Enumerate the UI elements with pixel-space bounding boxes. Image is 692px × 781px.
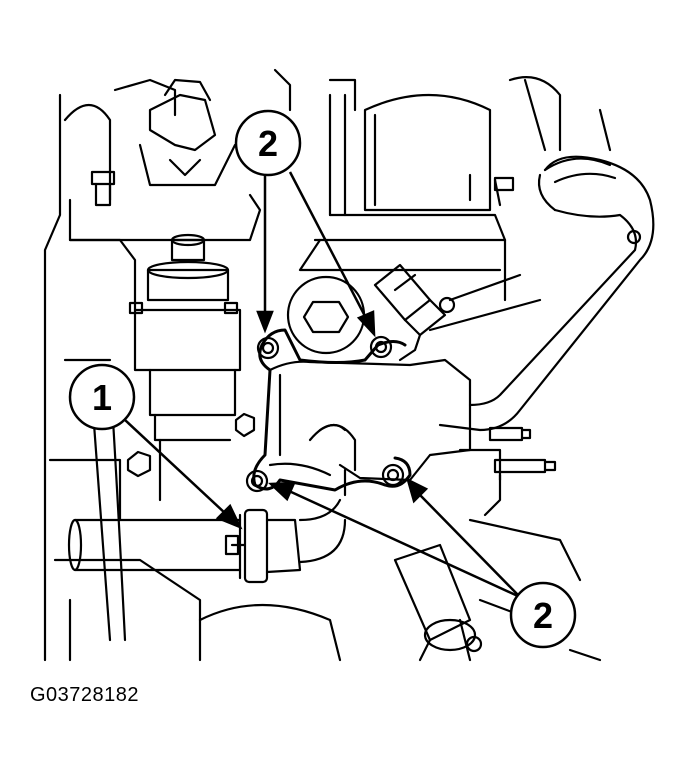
sensor-connector: [373, 263, 456, 362]
leader-lines: [124, 171, 521, 599]
hex-plug: [286, 275, 366, 355]
upper-hose: [428, 155, 655, 432]
callout-2-top-label: 2: [258, 123, 278, 164]
outlet-housing: [268, 358, 472, 497]
lower-hose: [67, 498, 347, 584]
studs: [483, 426, 557, 517]
figure-code: G03728182: [30, 684, 140, 706]
gasket: [252, 328, 412, 492]
engine-block-background: [43, 68, 612, 662]
callout-2-bottom: 2: [509, 581, 577, 649]
misc-bolts: [126, 412, 483, 653]
lower-pipe: [393, 543, 477, 662]
filter-housing: [298, 93, 515, 302]
valve-assembly: [128, 233, 242, 502]
callout-2-top: 2: [234, 109, 302, 177]
gasket-bolts: [245, 335, 405, 493]
callout-2-bottom-label: 2: [533, 595, 553, 636]
left-bracket: [68, 78, 472, 242]
callout-1-label: 1: [92, 377, 112, 418]
callout-1: 1: [68, 363, 136, 431]
